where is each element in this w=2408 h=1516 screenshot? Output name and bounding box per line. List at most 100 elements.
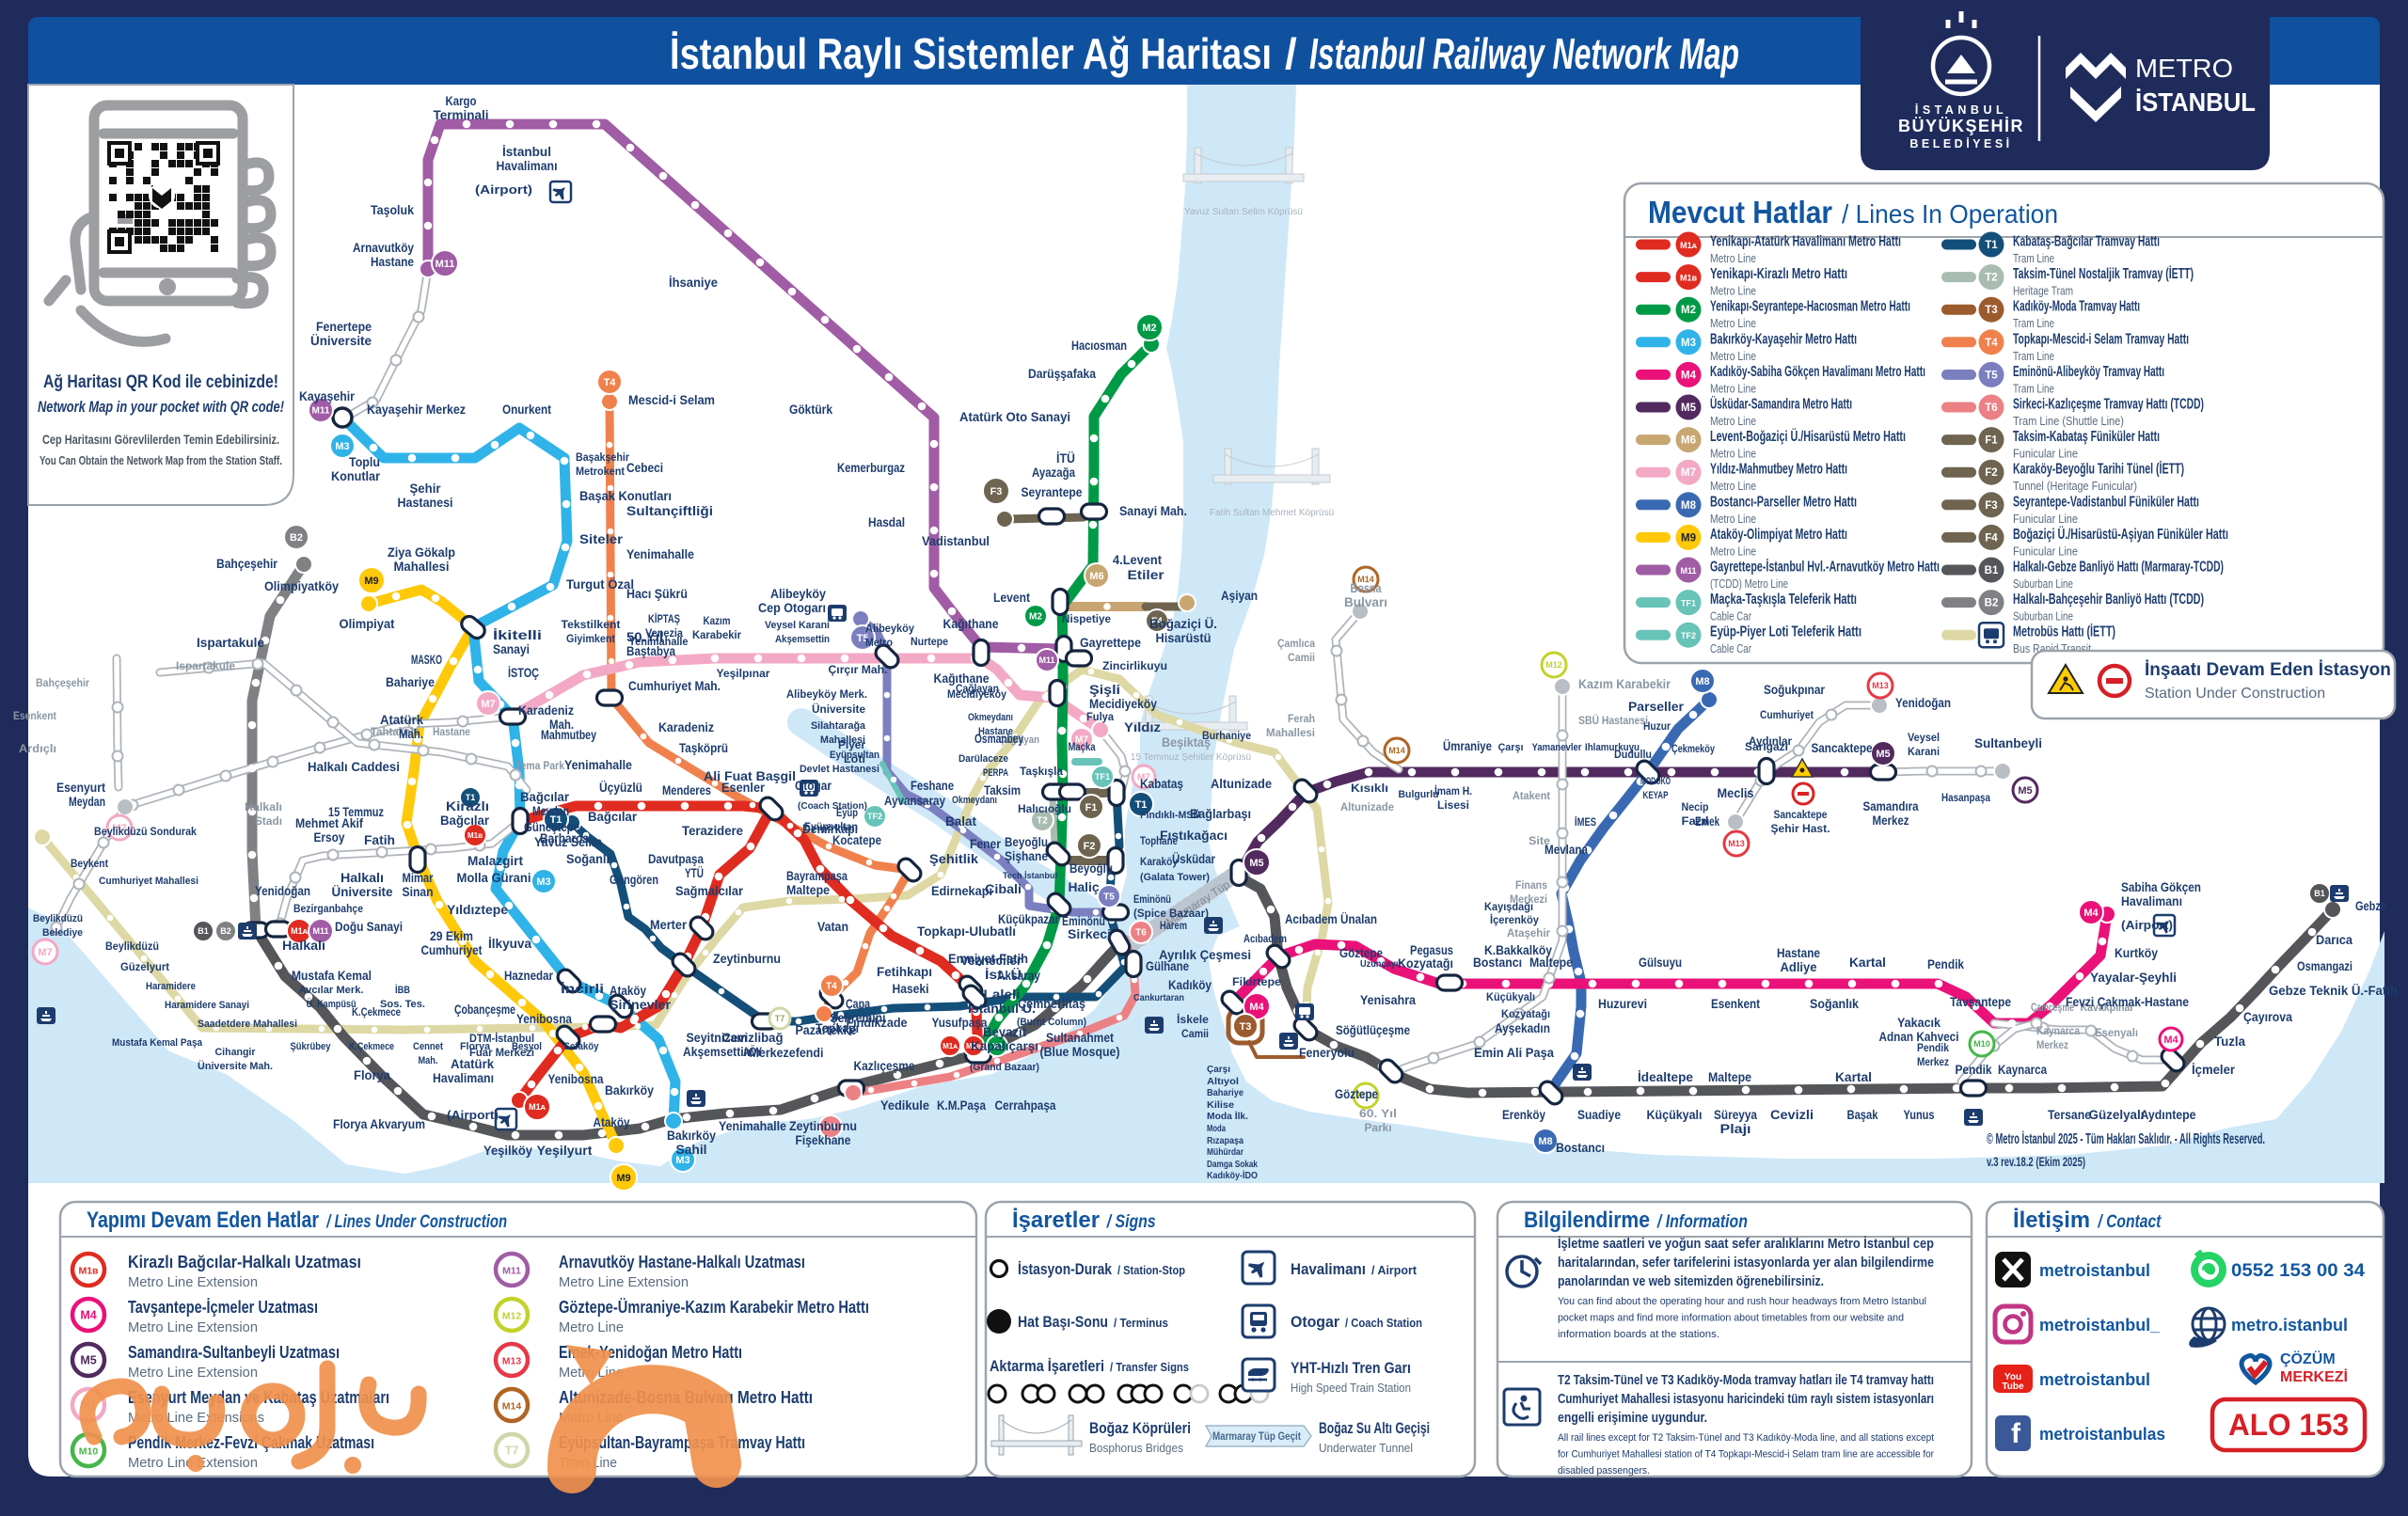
svg-text:Florya: Florya	[460, 1041, 491, 1052]
svg-text:Gebze: Gebze	[2355, 899, 2386, 913]
svg-text:metroistanbulas: metroistanbulas	[2039, 1425, 2165, 1444]
svg-text:All rail lines except for T2 T: All rail lines except for T2 Taksim-Tüne…	[1558, 1432, 1935, 1444]
svg-text:Yenidoğan: Yenidoğan	[255, 884, 310, 898]
svg-text:Tavşantepe: Tavşantepe	[1950, 995, 2011, 1009]
svg-text:Cumhuriyet: Cumhuriyet	[1760, 708, 1814, 721]
svg-text:Davutpaşa: Davutpaşa	[648, 852, 704, 866]
svg-text:Topkapı-Ulubatlı: Topkapı-Ulubatlı	[917, 924, 1016, 939]
svg-text:Maçka-Taşkışla Teleferik Hattı: Maçka-Taşkışla Teleferik Hattı	[1710, 592, 1857, 608]
svg-text:M1ʙ: M1ʙ	[966, 1042, 981, 1050]
svg-text:Kemerburgaz: Kemerburgaz	[837, 461, 905, 475]
svg-text:Bağcılar: Bağcılar	[588, 810, 638, 824]
svg-text:Vezneciler: Vezneciler	[960, 954, 1022, 968]
svg-text:Etiler: Etiler	[1128, 568, 1165, 582]
svg-text:Cevizli: Cevizli	[1770, 1108, 1814, 1122]
svg-text:Darüşşafaka: Darüşşafaka	[1028, 367, 1096, 381]
svg-text:Halkalı: Halkalı	[282, 939, 325, 953]
svg-text:/ Signs: / Signs	[1106, 1212, 1156, 1232]
svg-text:disabled passengers.: disabled passengers.	[1558, 1465, 1650, 1477]
svg-text:T5: T5	[857, 633, 869, 644]
svg-text:Mecidiyeköy: Mecidiyeköy	[947, 687, 1006, 701]
svg-text:Ayşekadın: Ayşekadın	[1495, 1021, 1550, 1035]
svg-text:Demirkapı: Demirkapı	[802, 822, 858, 836]
svg-text:Şehremini: Şehremini	[831, 1011, 886, 1025]
svg-text:Taşkışla: Taşkışla	[1020, 765, 1063, 778]
svg-text:Seyrantepe-Vadistanbul Fünikül: Seyrantepe-Vadistanbul Füniküler Hattı	[2013, 494, 2199, 510]
svg-text:ALO 153: ALO 153	[2228, 1408, 2349, 1442]
svg-text:Boğaz Köprüleri: Boğaz Köprüleri	[1089, 1420, 1191, 1437]
svg-text:İhsaniye: İhsaniye	[669, 276, 718, 290]
svg-text:Gülhane: Gülhane	[1146, 959, 1189, 973]
svg-text:Atatürk: Atatürk	[451, 1057, 495, 1071]
svg-text:Burhaniye: Burhaniye	[1202, 729, 1251, 742]
svg-text:Boğaz Su Altı Geçişi: Boğaz Su Altı Geçişi	[1319, 1420, 1430, 1437]
svg-text:Haramidere Sanayi: Haramidere Sanayi	[165, 1000, 249, 1011]
svg-text:Haliç: Haliç	[1069, 880, 1101, 894]
svg-text:Beşyol: Beşyol	[512, 1041, 542, 1052]
svg-text:Site: Site	[1529, 834, 1550, 847]
svg-text:Samandıra: Samandıra	[1863, 799, 1919, 813]
svg-text:TF1: TF1	[1095, 772, 1110, 782]
svg-text:AÖY: AÖY	[743, 1045, 762, 1059]
svg-text:Metro Line Extension: Metro Line Extension	[128, 1274, 258, 1290]
svg-text:Havalimanı: Havalimanı	[2121, 894, 2182, 908]
svg-text:İstasyon-Durak: İstasyon-Durak	[1018, 1261, 1113, 1278]
svg-text:Cable Car: Cable Car	[1710, 641, 1751, 655]
svg-text:Fazıl: Fazıl	[1682, 814, 1709, 828]
svg-text:İstanbul: İstanbul	[502, 145, 551, 159]
svg-text:Bahçeşehir: Bahçeşehir	[216, 557, 278, 571]
svg-text:Feneryolu: Feneryolu	[1299, 1046, 1354, 1060]
svg-text:Pendik: Pendik	[1956, 1063, 1992, 1077]
svg-text:Metro: Metro	[865, 636, 893, 649]
svg-text:Heritage Tram: Heritage Tram	[2013, 284, 2073, 298]
svg-text:Metro Line Extension: Metro Line Extension	[128, 1319, 258, 1335]
svg-text:Haseki: Haseki	[893, 982, 929, 996]
svg-text:B1: B1	[1985, 565, 1999, 576]
svg-text:4.Levent: 4.Levent	[1113, 553, 1163, 567]
svg-text:© Metro İstanbul 2025 - Tüm Ha: © Metro İstanbul 2025 - Tüm Hakları Sakl…	[1987, 1130, 2265, 1147]
svg-text:Kurtköy: Kurtköy	[2115, 946, 2158, 960]
svg-text:Pendik: Pendik	[1917, 1041, 1949, 1054]
svg-text:M5: M5	[1876, 749, 1890, 760]
svg-text:M4: M4	[1681, 370, 1697, 381]
svg-text:/ Lines Under Construction: / Lines Under Construction	[325, 1212, 507, 1232]
svg-text:Station Under Construction: Station Under Construction	[2145, 686, 2325, 702]
svg-text:Aydınlar: Aydınlar	[1749, 734, 1792, 748]
svg-text:(Grand Bazaar): (Grand Bazaar)	[970, 1062, 1039, 1073]
svg-text:F3: F3	[1985, 500, 1997, 512]
svg-text:Esenler: Esenler	[721, 781, 766, 795]
svg-text:Üsküdar: Üsküdar	[1172, 852, 1216, 866]
svg-text:Loti: Loti	[844, 752, 865, 766]
svg-text:Mahallesi: Mahallesi	[820, 734, 865, 746]
svg-text:Tema Park: Tema Park	[515, 759, 564, 772]
svg-text:T7: T7	[775, 1014, 785, 1023]
svg-text:Tunnel (Heritage Funicular): Tunnel (Heritage Funicular)	[2013, 479, 2137, 493]
svg-text:Fulya: Fulya	[1086, 710, 1114, 723]
svg-text:Metro Line: Metro Line	[1710, 349, 1756, 363]
svg-text:Üniversite Mah.: Üniversite Mah.	[198, 1060, 273, 1072]
svg-text:Atakent: Atakent	[1513, 789, 1550, 802]
svg-text:(Burnt Column): (Burnt Column)	[1017, 1017, 1086, 1028]
svg-text:M7: M7	[38, 947, 52, 958]
svg-text:(Airport): (Airport)	[447, 1109, 499, 1122]
svg-text:Hastane: Hastane	[433, 725, 470, 738]
svg-text:Şükrübey: Şükrübey	[291, 1041, 331, 1052]
svg-text:Beylikdüzü Sondurak: Beylikdüzü Sondurak	[94, 825, 197, 838]
svg-text:M5: M5	[80, 1353, 96, 1366]
svg-text:Merter: Merter	[650, 918, 688, 932]
svg-text:Bosphorus Bridges: Bosphorus Bridges	[1089, 1441, 1183, 1455]
svg-text:Terminali: Terminali	[434, 108, 489, 122]
svg-text:M6: M6	[1089, 571, 1103, 582]
svg-text:Yeşilköy: Yeşilköy	[483, 1144, 533, 1158]
svg-text:Beyoğlu: Beyoğlu	[1005, 835, 1048, 849]
svg-text:F1: F1	[1985, 435, 1998, 447]
svg-text:Osmanbey: Osmanbey	[974, 732, 1023, 746]
svg-text:M10: M10	[1973, 1039, 1990, 1049]
svg-text:Merkez: Merkez	[2036, 1038, 2068, 1051]
svg-text:YTÜ: YTÜ	[685, 866, 704, 880]
svg-text:Halıcıoğlu: Halıcıoğlu	[1018, 802, 1071, 815]
svg-text:(Blue Mosque): (Blue Mosque)	[1040, 1045, 1120, 1059]
svg-text:Sancaktepe: Sancaktepe	[1812, 741, 1873, 755]
svg-text:Yenimahalle: Yenimahalle	[719, 1119, 786, 1133]
svg-text:Moda İlk.: Moda İlk.	[1207, 1110, 1248, 1122]
